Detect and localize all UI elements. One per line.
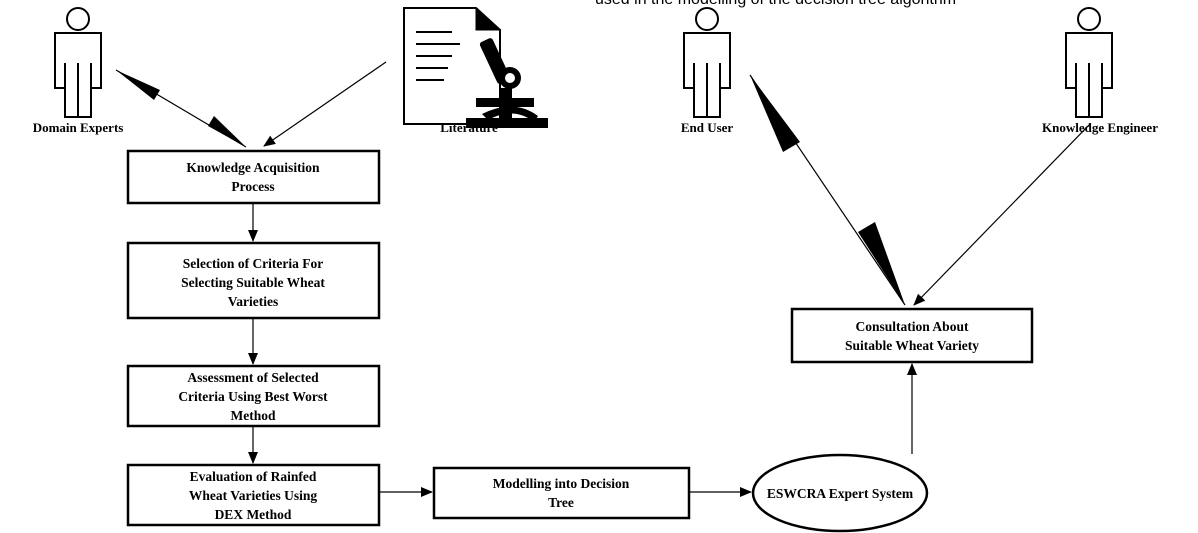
arrowhead-to-domain-experts — [116, 70, 160, 100]
box-line: Evaluation of Rainfed — [190, 469, 317, 484]
box-line: Suitable Wheat Variety — [845, 338, 979, 353]
assessment-box: Assessment of Selected Criteria Using Be… — [126, 364, 381, 428]
top-caption: used in the modelling of the decision tr… — [595, 0, 956, 8]
box-line: Wheat Varieties Using — [189, 488, 318, 503]
box-line: Method — [231, 408, 276, 423]
arrowhead-to-end-user — [750, 75, 800, 152]
box-line: Knowledge Acquisition — [186, 160, 320, 175]
knowledge-acquisition-box: Knowledge Acquisition Process — [126, 149, 381, 205]
domain-experts-actor: Domain Experts — [33, 7, 124, 135]
arrowhead-to-consultation — [858, 222, 905, 305]
box-line: Selecting Suitable Wheat — [181, 275, 325, 290]
end-user-label: End User — [681, 120, 734, 135]
expert-system-label: ESWCRA Expert System — [767, 486, 914, 501]
document-microscope-icon — [403, 7, 548, 128]
domain-experts-label: Domain Experts — [33, 120, 124, 135]
expert-system-ellipse: ESWCRA Expert System — [751, 453, 929, 533]
box-line: Tree — [548, 495, 574, 510]
box-line: Process — [231, 179, 274, 194]
literature-actor: Literature — [403, 7, 548, 135]
arrowhead-to-acquisition — [208, 116, 246, 147]
end-user-actor: End User — [681, 7, 734, 135]
literature-label: Literature — [440, 120, 498, 135]
wedge-arrowheads — [116, 70, 905, 305]
box-line: Modelling into Decision — [493, 476, 630, 491]
consultation-box: Consultation About Suitable Wheat Variet… — [790, 307, 1034, 364]
connector-literature-to-acquisition — [263, 61, 387, 147]
criteria-selection-box: Selection of Criteria For Selecting Suit… — [126, 241, 381, 320]
evaluation-box: Evaluation of Rainfed Wheat Varieties Us… — [126, 463, 381, 527]
box-line: Criteria Using Best Worst — [178, 389, 328, 404]
box-line: Varieties — [228, 294, 279, 309]
person-icon — [54, 7, 102, 118]
box-line: DEX Method — [215, 507, 292, 522]
connector-knowledge-engineer-to-consultation — [913, 123, 1091, 306]
box-line: Consultation About — [856, 319, 969, 334]
knowledge-engineer-actor: Knowledge Engineer — [1042, 7, 1158, 135]
person-icon — [1065, 7, 1113, 118]
knowledge-engineer-label: Knowledge Engineer — [1042, 120, 1158, 135]
modelling-box: Modelling into Decision Tree — [432, 466, 691, 520]
person-icon — [683, 7, 731, 118]
box-line: Selection of Criteria For — [183, 256, 324, 271]
box-line: Assessment of Selected — [187, 370, 319, 385]
